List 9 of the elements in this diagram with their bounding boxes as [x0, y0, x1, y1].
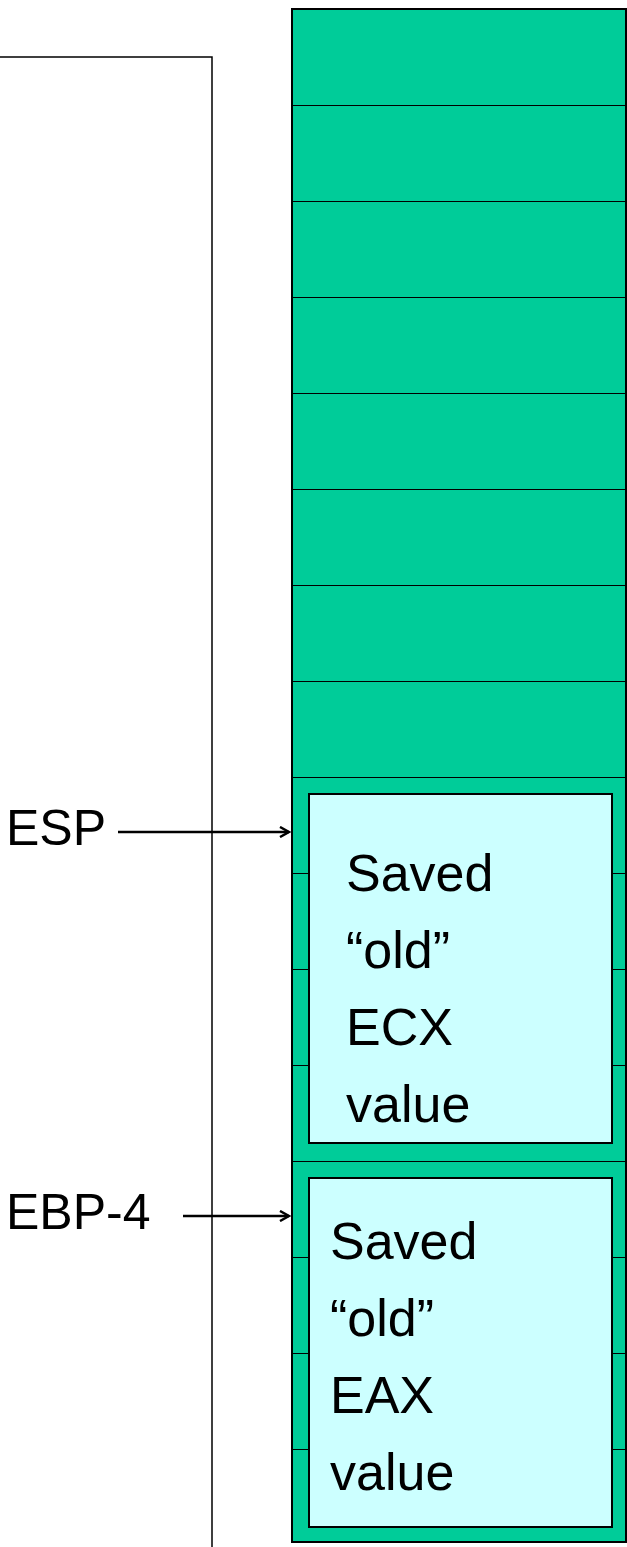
register-label: ESP: [6, 799, 108, 858]
stack-slot-box: [308, 793, 613, 1144]
arrow: [183, 1209, 291, 1223]
slot-text: Saved “old” ECX value: [346, 843, 495, 1135]
stack-column: [291, 8, 627, 1543]
slot-text: Saved “old” EAX value: [330, 1211, 479, 1503]
stack-slot-box: [308, 1177, 613, 1528]
arrow: [118, 825, 291, 839]
register-label: EBP-4: [6, 1183, 152, 1242]
